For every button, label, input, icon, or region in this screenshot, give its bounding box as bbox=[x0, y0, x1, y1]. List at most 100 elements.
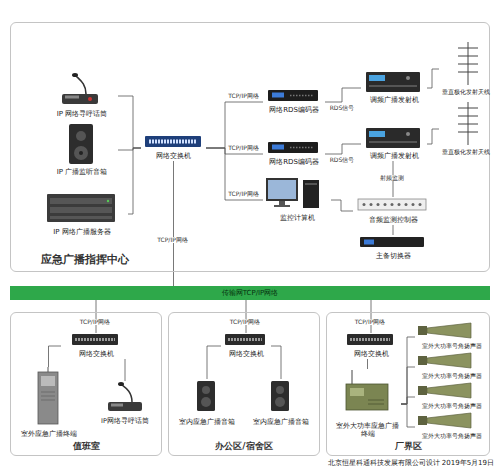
horn-driver bbox=[418, 416, 427, 425]
horn-driver bbox=[418, 356, 427, 365]
encoder-keys bbox=[290, 147, 314, 149]
device-label: 垂直极化发射天线 bbox=[442, 149, 490, 156]
mic-icon bbox=[62, 73, 98, 104]
controller-knob bbox=[377, 203, 380, 206]
connector bbox=[331, 200, 353, 211]
controller-knob bbox=[370, 203, 373, 206]
connector bbox=[401, 404, 415, 427]
terminal-grille bbox=[41, 396, 55, 397]
monitor-frame bbox=[266, 178, 298, 201]
changeover-body bbox=[360, 237, 424, 247]
transmitter-display bbox=[369, 75, 385, 81]
device-label: 网络RDS编码器 bbox=[269, 158, 319, 166]
antenna-dipole bbox=[458, 72, 478, 73]
device-label: 网络交换机 bbox=[354, 351, 389, 358]
encoder-display bbox=[272, 93, 284, 98]
connector bbox=[49, 346, 62, 367]
device-label: 室外大功率应急广播终端 bbox=[335, 423, 400, 438]
monitor-base bbox=[274, 205, 290, 207]
speaker-body bbox=[197, 381, 215, 411]
device-node: 室内应急广播音箱 bbox=[173, 379, 241, 427]
antenna-dipole bbox=[458, 132, 478, 133]
speaker-cone bbox=[275, 397, 285, 407]
antenna-dipole bbox=[458, 56, 478, 57]
device-label: 室内应急广播音箱 bbox=[253, 419, 309, 426]
speaker-body bbox=[271, 381, 289, 411]
rds-encoder-icon bbox=[268, 142, 318, 153]
device-label: 监控计算机 bbox=[280, 214, 315, 222]
device-node: 监控计算机 bbox=[263, 177, 331, 223]
connector bbox=[371, 300, 372, 333]
device-label: 室外大功率号角扬声器 bbox=[422, 403, 482, 410]
connector bbox=[246, 300, 247, 333]
indoor-speaker-icon bbox=[197, 381, 215, 411]
panel-heading: 办公区/宿舍区 bbox=[215, 441, 272, 451]
device-label: IP 广播监听音箱 bbox=[57, 168, 108, 176]
terminal-panel bbox=[350, 388, 364, 396]
device-node: 调频广播发射机 bbox=[361, 127, 427, 161]
terminal-case bbox=[346, 384, 388, 410]
connector bbox=[393, 225, 394, 235]
horn-bell bbox=[427, 353, 471, 368]
mic-panel bbox=[65, 96, 79, 99]
device-node: IP 网络广播服务器 bbox=[36, 191, 128, 237]
horn-icon bbox=[418, 413, 471, 428]
terminal-antenna bbox=[48, 367, 49, 372]
controller-knob bbox=[384, 203, 387, 206]
server-led bbox=[107, 200, 109, 202]
connector bbox=[401, 367, 415, 404]
connector bbox=[325, 88, 361, 102]
device-node: 室外大功率号角扬声器 bbox=[415, 383, 488, 411]
connector-label: RDS信号 bbox=[329, 157, 356, 164]
terminal-antenna bbox=[352, 370, 353, 384]
switch-body bbox=[72, 334, 118, 345]
connector bbox=[118, 96, 141, 148]
horn-bell bbox=[427, 383, 471, 398]
device-label: 室外大功率号角扬声器 bbox=[422, 343, 482, 350]
device-node: 网络交换机 bbox=[221, 333, 271, 359]
device-label: 室外应急广播终端 bbox=[21, 431, 77, 438]
mic-neck bbox=[76, 76, 86, 94]
horn-driver bbox=[418, 326, 427, 335]
device-label: 主备切换器 bbox=[376, 252, 411, 260]
connector-label: TCP/IP网络 bbox=[227, 93, 260, 100]
connector bbox=[401, 397, 415, 404]
device-node: IP网络寻呼话筒 bbox=[96, 381, 154, 426]
controller-knob bbox=[405, 203, 408, 206]
footer-note: 北京恒星科通科技发展有限公司设计 2019年5月19日 bbox=[328, 459, 494, 467]
antenna-dipole bbox=[458, 124, 478, 125]
speaker-cone bbox=[201, 397, 211, 407]
server-body bbox=[47, 194, 115, 222]
mic-neck bbox=[122, 385, 132, 402]
outdoor-terminal-icon bbox=[38, 367, 58, 424]
connector bbox=[401, 337, 415, 404]
connector bbox=[173, 161, 174, 286]
device-node: 室外应急广播终端 bbox=[16, 367, 81, 439]
audio-controller-icon bbox=[358, 199, 426, 210]
rds-encoder-icon bbox=[268, 90, 318, 101]
speaker-cone bbox=[74, 146, 88, 160]
device-label: 音频监测控制器 bbox=[369, 216, 418, 224]
device-node: IP 网络寻呼话筒 bbox=[46, 73, 118, 119]
panel-heading: 应急广播指挥中心 bbox=[41, 254, 129, 267]
transmitter-display bbox=[369, 131, 385, 137]
pc-tower bbox=[303, 180, 319, 208]
device-label: 网络交换机 bbox=[79, 351, 114, 358]
device-label: 室外大功率号角扬声器 bbox=[422, 373, 482, 380]
device-node: 室外大功率应急广播终端 bbox=[334, 369, 401, 439]
device-label: 网络RDS编码器 bbox=[269, 106, 319, 114]
connector bbox=[427, 69, 439, 88]
encoder-body bbox=[268, 142, 318, 153]
device-label: 垂直极化发射天线 bbox=[442, 89, 490, 96]
connector bbox=[125, 359, 126, 381]
speaker-cone bbox=[202, 386, 210, 394]
monitor-stand bbox=[279, 201, 285, 205]
controller-knob bbox=[419, 203, 422, 206]
connector bbox=[367, 359, 368, 369]
device-node: 垂直极化发射天线 bbox=[439, 41, 493, 97]
speaker-cone bbox=[76, 131, 86, 141]
panel-heading: 厂界区 bbox=[395, 441, 422, 451]
region-panel: 值班室网络交换机室外应急广播终端IP网络寻呼话筒 bbox=[10, 312, 162, 456]
speaker-icon bbox=[69, 124, 93, 164]
